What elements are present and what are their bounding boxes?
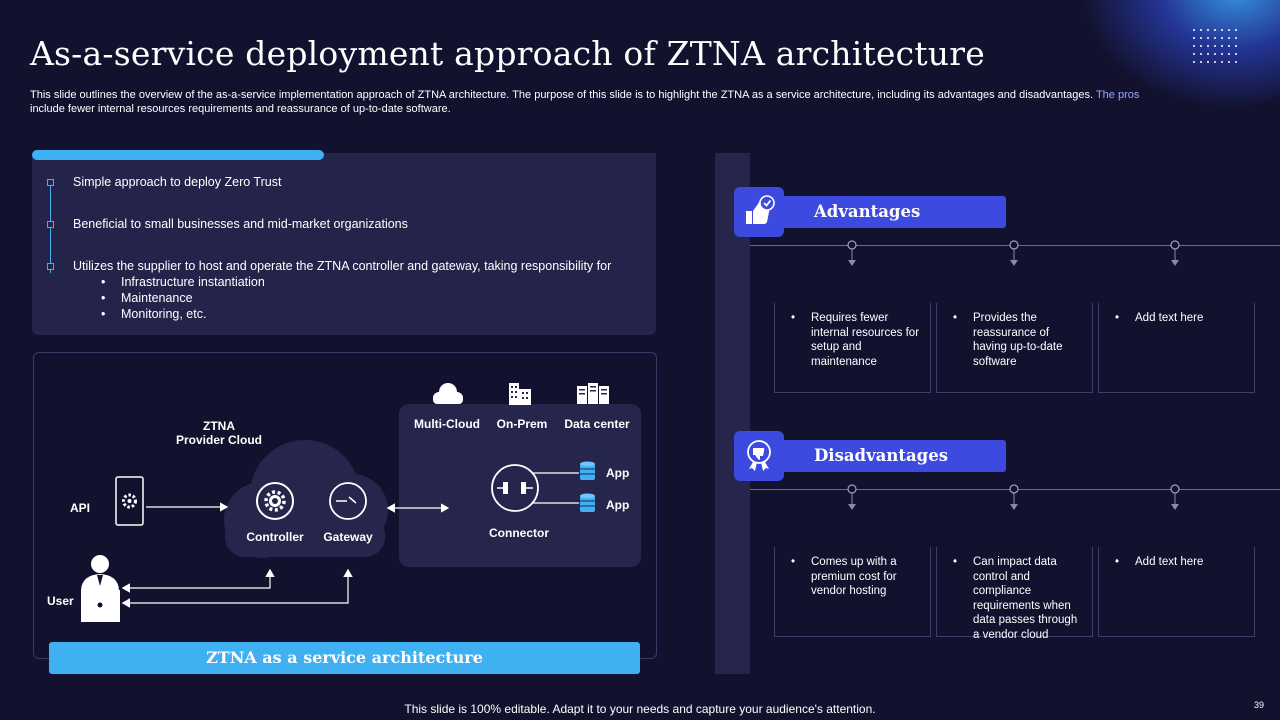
sub-point-item: Infrastructure instantiation bbox=[101, 275, 265, 289]
controller-gear-icon bbox=[256, 482, 294, 520]
controller-label: Controller bbox=[246, 530, 304, 544]
disadvantages-title: Disadvantages bbox=[782, 440, 1006, 472]
panel-accent-bar bbox=[32, 150, 324, 160]
multi-cloud-label: Multi-Cloud bbox=[414, 417, 480, 431]
advantage-card: Requires fewer internal resources for se… bbox=[774, 303, 931, 393]
advantage-card: Provides the reassurance of having up-to… bbox=[936, 303, 1093, 393]
data-center-label: Data center bbox=[564, 417, 630, 431]
connector-icon bbox=[491, 464, 539, 512]
page-title: As-a-service deployment approach of ZTNA… bbox=[30, 34, 985, 73]
bullet-marker bbox=[47, 179, 54, 186]
connector-label: Connector bbox=[489, 526, 549, 540]
sub-point-item: Monitoring, etc. bbox=[101, 307, 206, 321]
description-main: This slide outlines the overview of the … bbox=[30, 89, 1096, 101]
data-center-icon bbox=[577, 383, 609, 404]
disadvantage-card: Comes up with a premium cost for vendor … bbox=[774, 547, 931, 637]
database-icon bbox=[580, 493, 595, 512]
thumbs-down-badge-icon bbox=[734, 431, 784, 481]
slide-description: This slide outlines the overview of the … bbox=[30, 88, 1260, 116]
thumbs-up-icon bbox=[734, 187, 784, 237]
advantage-card: Add text here bbox=[1098, 303, 1255, 393]
description-highlight: The pros bbox=[1095, 89, 1140, 101]
dot-grid-decoration bbox=[1193, 29, 1243, 67]
advantages-title: Advantages bbox=[782, 196, 1006, 228]
user-icon bbox=[81, 555, 120, 622]
disadvantages-header: Disadvantages bbox=[734, 431, 1006, 481]
sub-point-item: Maintenance bbox=[101, 291, 193, 305]
gateway-label: Gateway bbox=[323, 530, 373, 544]
building-icon bbox=[509, 383, 531, 405]
point-item: Utilizes the supplier to host and operat… bbox=[73, 259, 612, 273]
gateway-icon bbox=[329, 482, 367, 520]
disadvantage-card: Add text here bbox=[1098, 547, 1255, 637]
multi-cloud-icon bbox=[433, 383, 463, 404]
app-label: App bbox=[606, 466, 630, 480]
database-icon bbox=[580, 461, 595, 480]
bullet-marker bbox=[47, 221, 54, 228]
page-number: 39 bbox=[1254, 700, 1265, 710]
user-gateway-arrow bbox=[121, 568, 353, 608]
disadvantage-card: Can impact data control and compliance r… bbox=[936, 547, 1093, 641]
on-prem-label: On-Prem bbox=[496, 417, 548, 431]
environment-panel bbox=[399, 404, 641, 567]
point-item: Beneficial to small businesses and mid-m… bbox=[73, 217, 408, 231]
api-label: API bbox=[70, 501, 91, 515]
bullet-marker bbox=[47, 263, 54, 270]
advantages-header: Advantages bbox=[734, 187, 1006, 237]
api-device-icon bbox=[115, 476, 144, 526]
points-connector-line bbox=[50, 183, 51, 273]
description-line2: include fewer internal resources require… bbox=[30, 103, 451, 115]
user-label: User bbox=[47, 594, 74, 608]
point-item: Simple approach to deploy Zero Trust bbox=[73, 175, 282, 189]
footer-note: This slide is 100% editable. Adapt it to… bbox=[404, 702, 876, 716]
right-accent-strip bbox=[715, 153, 750, 674]
app-label: App bbox=[606, 498, 630, 512]
architecture-caption: ZTNA as a service architecture bbox=[49, 642, 640, 674]
